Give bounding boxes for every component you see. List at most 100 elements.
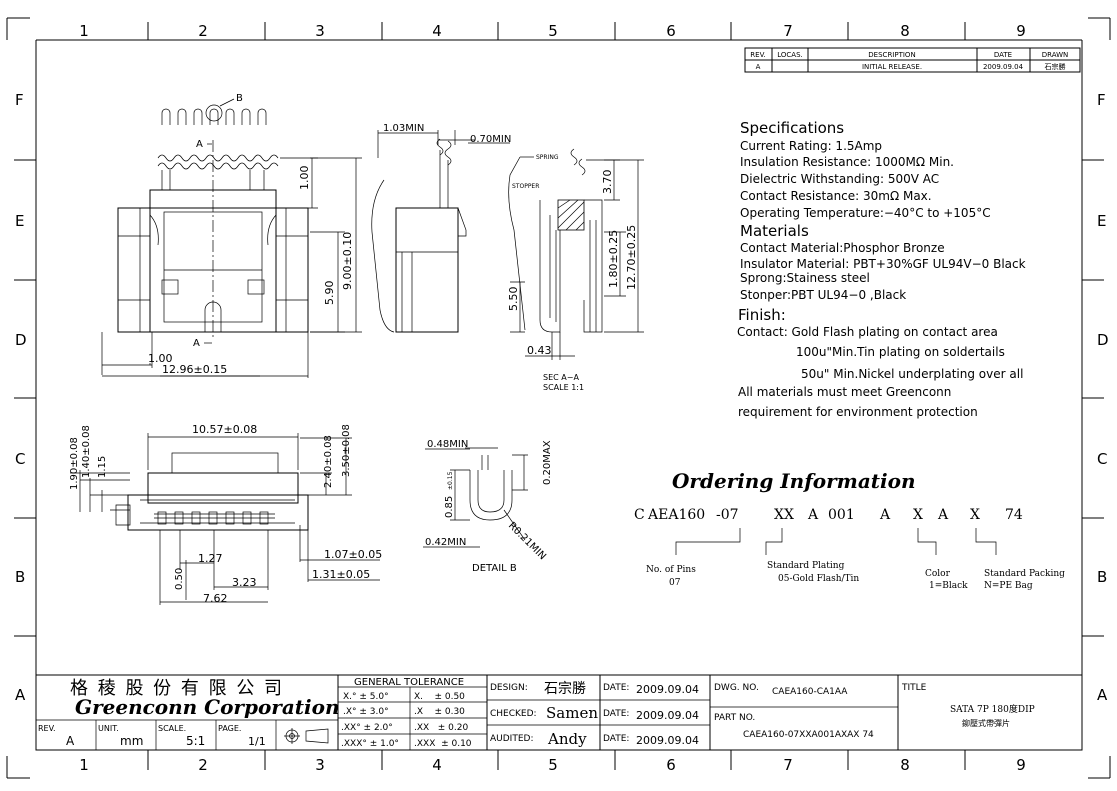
grid-col-labels-top: 1 2 3 4 5 6 7 8 9	[79, 22, 1026, 40]
svg-text:Insulation Resistance: 1000MΩ: Insulation Resistance: 1000MΩ Min.	[740, 155, 954, 169]
company-name-en: Greenconn Corporation	[75, 695, 340, 719]
svg-text:A: A	[196, 139, 203, 150]
svg-text:3.23: 3.23	[232, 576, 257, 589]
svg-text:74: 74	[1005, 507, 1023, 523]
title-block: 格 稜 股 份 有 限 公 司 Greenconn Corporation RE…	[35, 674, 1083, 751]
svg-text:Contact Resistance: 30mΩ Max.: Contact Resistance: 30mΩ Max.	[740, 189, 932, 203]
svg-text:Contact Material:Phosphor Bron: Contact Material:Phosphor Bronze	[740, 241, 945, 255]
grid-col-ticks	[14, 22, 1104, 770]
section-aa: SPRING STOPPER 3.70 1.80±0.25 12.70±0.25…	[507, 148, 644, 392]
svg-text:Andy: Andy	[547, 730, 587, 748]
col-label: 7	[783, 22, 793, 40]
front-view: B A A 1.00 12.96±0.15 1.00 5.90 9.00±0.1…	[101, 93, 362, 378]
svg-text:Operating Temperature:−40°C to: Operating Temperature:−40°C to +105°C	[740, 206, 991, 220]
row-label: C	[15, 450, 25, 468]
svg-text:requirement for environment pr: requirement for environment protection	[738, 405, 978, 419]
svg-text:A: A	[937, 507, 949, 523]
svg-text:Insulator Material: PBT+30%GF: Insulator Material: PBT+30%GF UL94V−0 Bl…	[740, 257, 1026, 271]
svg-text:A: A	[879, 507, 891, 523]
svg-text:-07: -07	[716, 507, 739, 523]
svg-text:DATE:: DATE:	[603, 734, 629, 744]
materials-heading: Materials	[740, 222, 809, 240]
row-label: B	[15, 568, 25, 586]
svg-text:SATA 7P 180度DIP: SATA 7P 180度DIP	[950, 703, 1035, 715]
svg-text:1.31±0.05: 1.31±0.05	[312, 568, 370, 581]
svg-text:X: X	[970, 507, 980, 523]
svg-text:05-Gold Flash/Tin: 05-Gold Flash/Tin	[778, 574, 859, 584]
pin-tips	[161, 98, 267, 125]
svg-text:PART NO.: PART NO.	[714, 713, 755, 723]
svg-text:Dielectric Withstanding: 500V: Dielectric Withstanding: 500V AC	[740, 172, 939, 186]
svg-text:5.50: 5.50	[507, 287, 520, 312]
svg-text:2009.09.04: 2009.09.04	[636, 734, 699, 747]
col-label: 8	[900, 22, 910, 40]
svg-text:R0.21MIN: R0.21MIN	[506, 520, 548, 562]
svg-text:1.00: 1.00	[148, 352, 173, 365]
col-label: 2	[198, 22, 208, 40]
svg-text:PAGE.: PAGE.	[218, 724, 241, 733]
svg-text:LOCAS.: LOCAS.	[777, 51, 803, 59]
col-label: 9	[1016, 756, 1026, 774]
svg-text:0.70MIN: 0.70MIN	[470, 134, 511, 145]
svg-text:3.70: 3.70	[601, 170, 614, 195]
svg-text:0.43: 0.43	[527, 344, 552, 357]
svg-text:.XX° ± 2.0°: .XX° ± 2.0°	[341, 723, 393, 733]
svg-text:DESCRIPTION: DESCRIPTION	[868, 51, 915, 59]
svg-text:1.80±0.25: 1.80±0.25	[607, 230, 620, 288]
svg-text:DWG. NO.: DWG. NO.	[714, 683, 759, 693]
svg-text:Stonper:PBT UL94−0 ,Black: Stonper:PBT UL94−0 ,Black	[740, 288, 906, 302]
svg-text:Contact: Gold Flash plating on: Contact: Gold Flash plating on contact a…	[737, 325, 998, 339]
svg-text:B: B	[236, 93, 243, 104]
col-label: 5	[548, 756, 558, 774]
svg-text:鉚壓式帶彈片: 鉚壓式帶彈片	[962, 718, 1010, 728]
svg-text:SCALE.: SCALE.	[158, 724, 186, 733]
svg-text:7.62: 7.62	[203, 592, 228, 605]
svg-text:DATE: DATE	[994, 51, 1012, 59]
svg-text:±0.15: ±0.15	[447, 471, 454, 490]
ordering-information: Ordering Information C AEA160 -07 XX A 0…	[634, 469, 1065, 591]
grid-col-labels-bottom: 1 2 3 4 5 6 7 8 9	[79, 756, 1026, 774]
ordering-title: Ordering Information	[672, 469, 916, 493]
svg-text:石宗勝: 石宗勝	[1045, 62, 1066, 71]
col-label: 3	[315, 22, 325, 40]
svg-text:1.40±0.08: 1.40±0.08	[81, 425, 92, 478]
svg-text:X.° ± 5.0°: X.° ± 5.0°	[343, 692, 389, 702]
svg-text:1.90±0.08: 1.90±0.08	[69, 437, 80, 490]
svg-text:1.15: 1.15	[97, 456, 108, 478]
svg-text:Sprong:Stainess steel: Sprong:Stainess steel	[740, 271, 870, 285]
svg-text:1.27: 1.27	[198, 552, 223, 565]
svg-text:A: A	[807, 507, 819, 523]
svg-text:5.90: 5.90	[323, 281, 336, 306]
svg-text:No. of Pins: No. of Pins	[646, 565, 696, 575]
svg-text:GENERAL TOLERANCE: GENERAL TOLERANCE	[354, 677, 464, 688]
svg-text:TITLE: TITLE	[901, 683, 927, 693]
svg-text:CAEA160-CA1AA: CAEA160-CA1AA	[772, 687, 848, 697]
svg-text:50u" Min.Nickel underplating o: 50u" Min.Nickel underplating over all	[801, 367, 1023, 381]
svg-text:Standard Packing: Standard Packing	[984, 569, 1065, 579]
svg-text:X: X	[913, 507, 923, 523]
col-label: 5	[548, 22, 558, 40]
svg-text:STOPPER: STOPPER	[512, 183, 539, 190]
svg-text:3.50±0.08: 3.50±0.08	[341, 424, 352, 477]
col-label: 1	[79, 756, 89, 774]
col-label: 9	[1016, 22, 1026, 40]
specifications: Specifications Current Rating: 1.5Amp In…	[737, 119, 1026, 419]
svg-text:0.50: 0.50	[174, 568, 185, 590]
svg-text:Samen: Samen	[546, 704, 598, 722]
svg-text:A: A	[756, 63, 761, 71]
svg-text:1.07±0.05: 1.07±0.05	[324, 548, 382, 561]
row-label: B	[1097, 568, 1107, 586]
svg-text:INITIAL RELEASE.: INITIAL RELEASE.	[862, 63, 922, 71]
svg-text:2.40±0.08: 2.40±0.08	[323, 435, 334, 488]
svg-text:DATE:: DATE:	[603, 683, 629, 693]
col-label: 8	[900, 756, 910, 774]
row-label: D	[15, 331, 27, 349]
row-label: F	[1097, 91, 1106, 109]
row-label: A	[15, 686, 26, 704]
svg-text:XX: XX	[774, 507, 794, 523]
svg-text:5:1: 5:1	[186, 734, 205, 748]
svg-text:SEC A−A: SEC A−A	[543, 373, 579, 382]
col-label: 7	[783, 756, 793, 774]
col-label: 3	[315, 756, 325, 774]
svg-text:.XX ± 0.20: .XX ± 0.20	[414, 723, 468, 733]
